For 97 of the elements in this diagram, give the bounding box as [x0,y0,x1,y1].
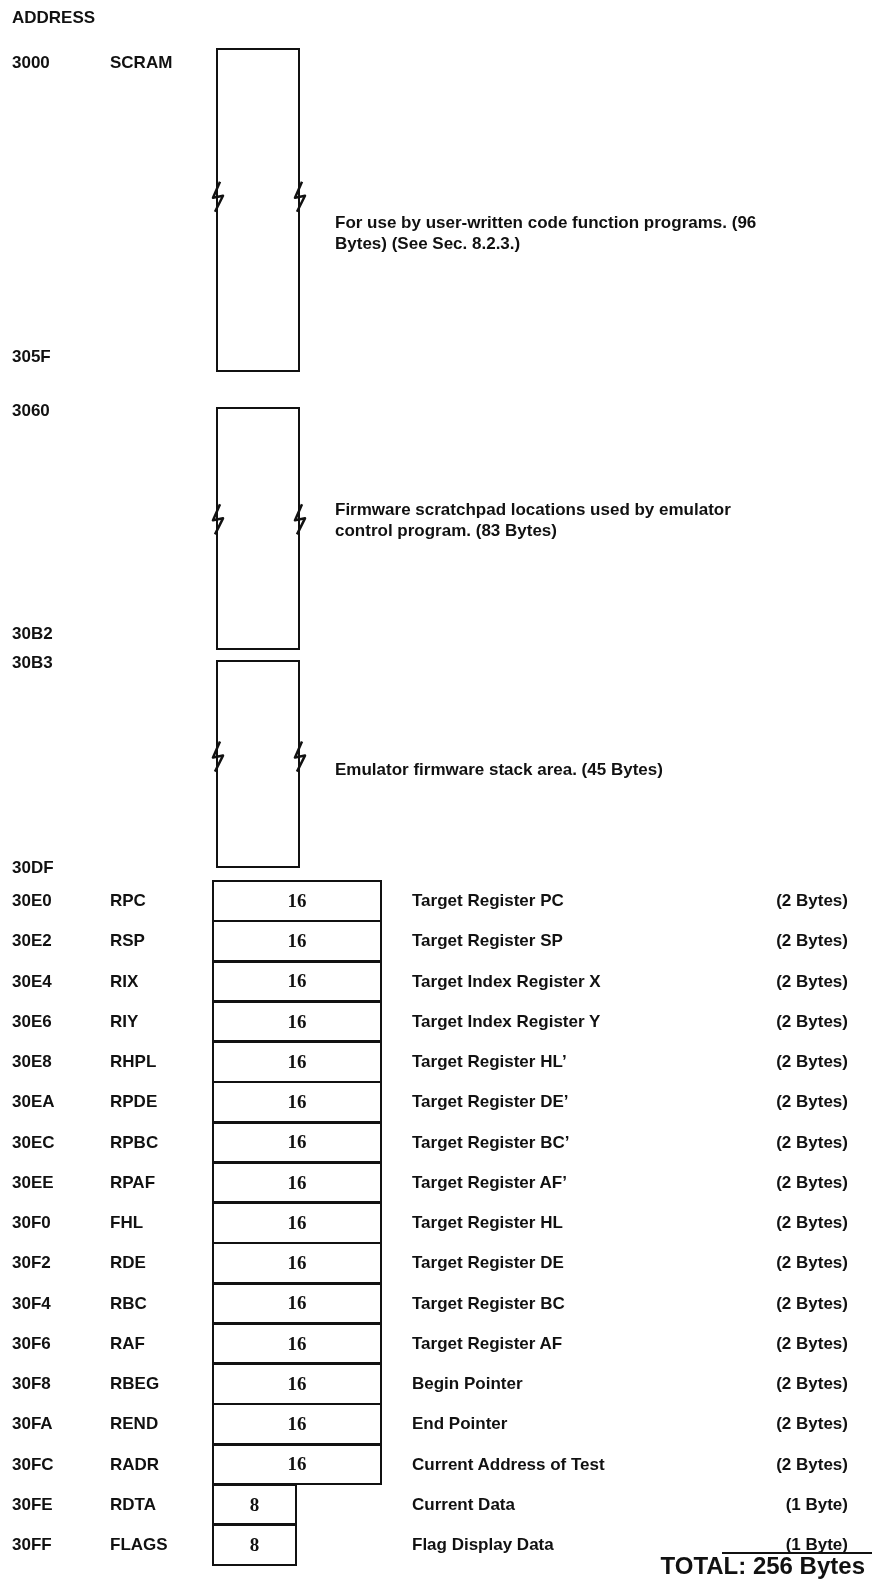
byte-count: (2 Bytes) [776,1132,848,1153]
description-text: Target Register HL [412,1213,563,1233]
description-text: Target Register HL’ [412,1052,567,1072]
description-text: Emulator firmware stack area. (45 Bytes) [335,759,664,781]
register-name: RIX [110,971,139,992]
address-label: 30F2 [12,1253,51,1274]
byte-count: (2 Bytes) [776,1374,848,1394]
register-name: RAF [110,1333,145,1354]
address-label: 30F8 [12,1374,51,1394]
address-label: 30E4 [12,971,52,992]
register-box: 16 [212,1282,382,1324]
byte-count: (2 Bytes) [776,1092,848,1113]
byte-count: (2 Bytes) [776,891,848,911]
register-name: RPC [110,891,146,911]
address-label: 30E2 [12,931,52,952]
description-text: Begin Pointer [412,1374,523,1394]
byte-count: (2 Bytes) [776,1172,848,1193]
register-name: RHPL [110,1052,157,1072]
description-text: Current Address of Test [412,1454,605,1475]
register-name: RDTA [110,1494,156,1515]
address-label: 30F6 [12,1333,51,1354]
description-text: Target Register DE’ [412,1092,569,1113]
description-text: Target Register DE [412,1253,564,1274]
register-box: 16 [212,1443,382,1485]
register-box: 16 [212,960,382,1002]
register-box: 16 [212,920,382,962]
register-name: REND [110,1414,159,1435]
address-label: 30FC [12,1454,54,1475]
byte-count: (1 Byte) [785,1535,848,1555]
register-name: RPDE [110,1092,158,1113]
register-name: FHL [110,1213,144,1233]
description-text: Firmware scratchpad locations used by emulator control program. (83 Bytes) [335,498,732,542]
address-label: 3060 [12,401,50,421]
description-text: End Pointer [412,1414,508,1435]
description-text: Target Register SP [412,931,563,952]
register-box: 16 [212,1403,382,1445]
register-name: RDE [110,1253,146,1274]
address-label: 30E8 [12,1052,52,1072]
description-text: Target Register BC’ [412,1132,570,1153]
address-label: 30B2 [12,624,53,644]
address-label: 30F4 [12,1293,51,1314]
address-label: 30B3 [12,653,53,673]
register-box: 16 [212,1161,382,1204]
description-text: Target Register AF’ [412,1172,567,1193]
register-name: FLAGS [110,1535,168,1555]
byte-count: (2 Bytes) [776,1414,848,1435]
byte-count: (2 Bytes) [776,1454,848,1475]
byte-count: (2 Bytes) [776,931,848,952]
address-label: 30F0 [12,1213,51,1233]
register-name: RPBC [110,1132,159,1153]
byte-count: (2 Bytes) [776,1333,848,1354]
description-text: For use by user-written code function programs. (96 Bytes) (See Sec. 8.2.3.) [335,211,758,255]
description-text: Current Data [412,1494,515,1515]
address-label: 30E0 [12,891,52,911]
description-text: Target Index Register X [412,971,601,992]
address-label: 30DF [12,858,54,878]
address-label: 3000 [12,53,50,73]
register-name: RADR [110,1454,160,1475]
description-text: Target Register AF [412,1333,563,1354]
register-box: 16 [212,1242,382,1284]
address-label: 30EA [12,1092,55,1113]
register-box: 16 [212,1202,382,1244]
address-label: 305F [12,347,51,367]
description-text: Target Register PC [412,891,564,911]
byte-count: (1 Byte) [785,1494,848,1515]
register-box: 16 [212,1322,382,1365]
register-name: RSP [110,931,145,952]
address-label: 30E6 [12,1011,52,1032]
register-box: 16 [212,1041,382,1083]
description-text: Target Register BC [412,1293,565,1314]
byte-count: (2 Bytes) [776,1293,848,1314]
description-text: Flag Display Data [412,1535,554,1555]
register-name: RIY [110,1011,139,1032]
byte-count: (2 Bytes) [776,971,848,992]
register-box: 16 [212,1000,382,1043]
address-label: 30FA [12,1414,53,1435]
register-box: 8 [212,1524,297,1566]
register-box: 16 [212,880,382,922]
byte-count: (2 Bytes) [776,1052,848,1072]
address-label: 30EE [12,1172,54,1193]
register-box: 16 [212,1081,382,1123]
address-label: 30FE [12,1494,53,1515]
byte-count: (2 Bytes) [776,1213,848,1233]
column-heading: ADDRESS [12,8,96,28]
register-box: 16 [212,1121,382,1163]
address-label: 30EC [12,1132,55,1153]
region-name: SCRAM [110,53,173,73]
byte-count: (2 Bytes) [776,1011,848,1032]
register-name: RPAF [110,1172,155,1193]
register-name: RBC [110,1293,147,1314]
total-label: TOTAL: 256 Bytes [660,1554,865,1578]
register-box: 16 [212,1363,382,1405]
register-name: RBEG [110,1374,160,1394]
register-box: 8 [212,1483,297,1526]
description-text: Target Index Register Y [412,1011,601,1032]
address-label: 30FF [12,1535,52,1555]
byte-count: (2 Bytes) [776,1253,848,1274]
